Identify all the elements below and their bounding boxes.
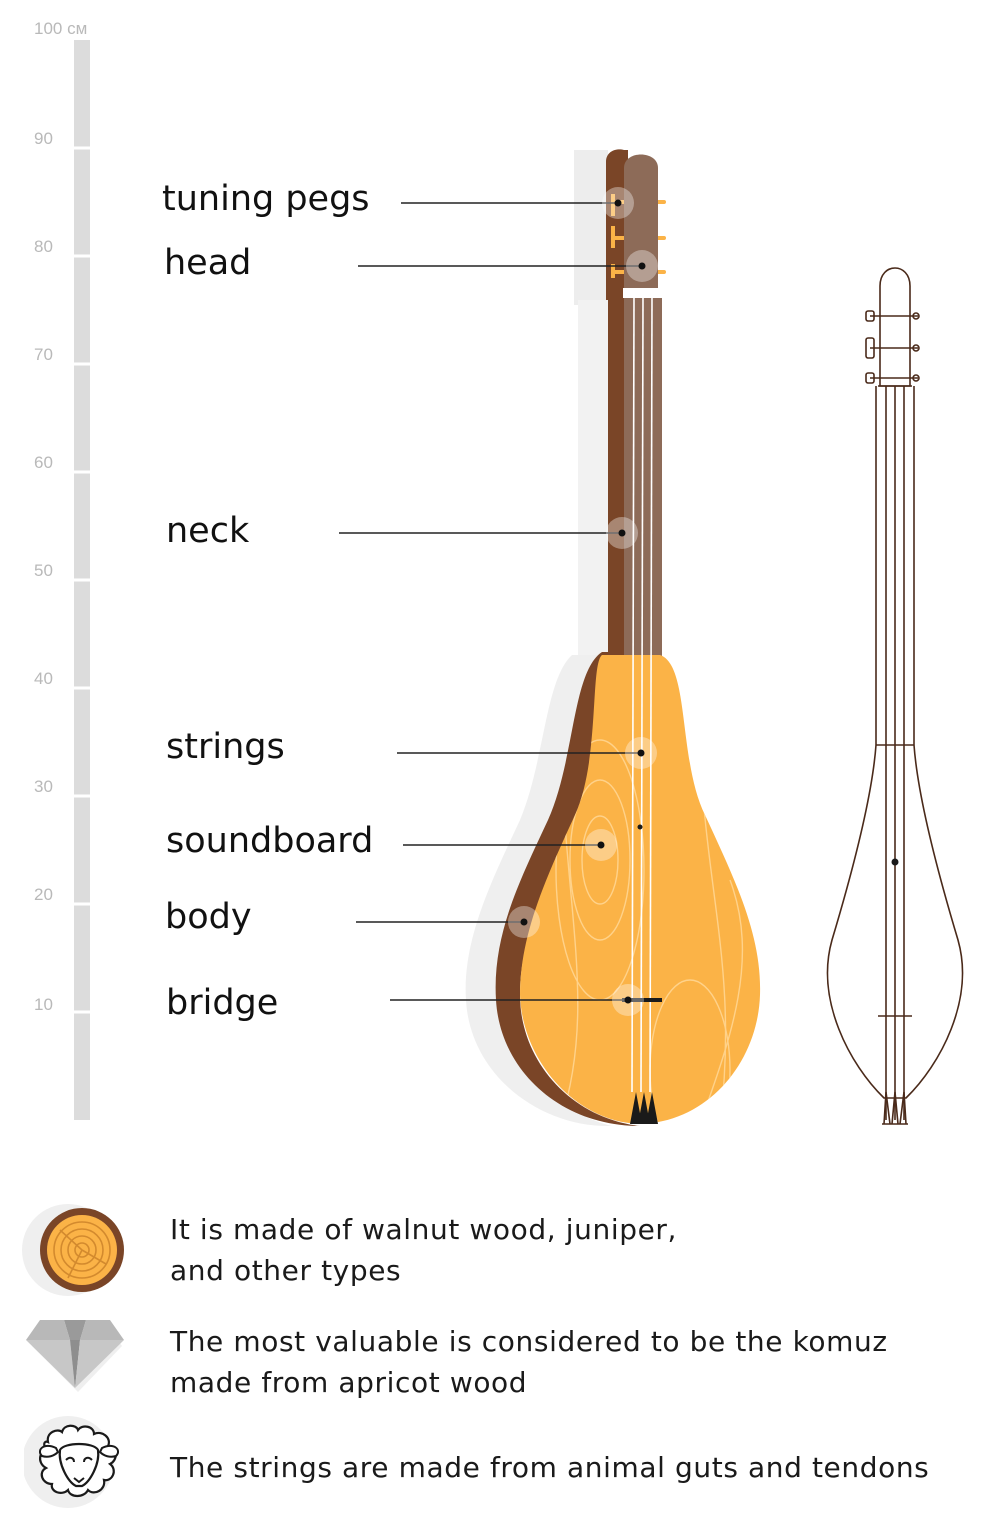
outline-sound-hole	[891, 858, 899, 866]
scale-unit-label: 100 см	[34, 19, 87, 38]
label-body: body	[165, 897, 252, 937]
callout-neck: neck	[166, 511, 638, 551]
callout-tuning-pegs: tuning pegs	[162, 179, 634, 219]
part-callouts: tuning pegs head neck strings	[162, 179, 658, 1023]
wood-slice-icon	[22, 1204, 124, 1296]
fact-materials: It is made of walnut wood, juniper, and …	[170, 1213, 678, 1287]
sheep-icon	[24, 1416, 120, 1508]
scale-tick-label: 10	[34, 995, 53, 1014]
scale-tick-label: 50	[34, 561, 53, 580]
tail-tassel	[630, 1092, 642, 1124]
scale-ticks	[74, 146, 90, 1014]
head-front	[624, 154, 658, 300]
head-shadow	[574, 150, 608, 305]
callout-strings: strings	[166, 727, 657, 769]
callout-soundboard: soundboard	[166, 821, 617, 861]
scale-tick-label: 90	[34, 129, 53, 148]
height-scale: 100 см 90 80 70 60 50 40 30 20 10	[34, 19, 90, 1120]
nut	[623, 288, 659, 298]
label-soundboard: soundboard	[166, 821, 373, 861]
komuz-illustration	[465, 149, 761, 1127]
callout-bridge: bridge	[166, 983, 644, 1023]
scale-tick-label: 60	[34, 453, 53, 472]
neck-side	[608, 298, 626, 668]
body-side	[495, 652, 660, 1126]
callout-head: head	[164, 243, 658, 283]
callout-body: body	[165, 897, 540, 938]
head-side	[606, 149, 628, 300]
body-front	[520, 655, 761, 1124]
scale-tick-label: 80	[34, 237, 53, 256]
bridge-illustration	[622, 998, 662, 1002]
label-bridge: bridge	[166, 983, 278, 1023]
scale-tick-label: 40	[34, 669, 53, 688]
neck-shadow	[578, 300, 608, 670]
scale-tick-label: 20	[34, 885, 53, 904]
strings-illustration	[631, 297, 653, 1093]
sound-hole	[637, 824, 643, 830]
label-neck: neck	[166, 511, 250, 551]
label-strings: strings	[166, 727, 285, 767]
diamond-icon	[26, 1320, 124, 1392]
label-head: head	[164, 243, 251, 283]
fact-apricot-wood: The most valuable is considered to be th…	[170, 1325, 888, 1399]
tail-tassel	[638, 1092, 650, 1124]
scale-tick-label: 30	[34, 777, 53, 796]
scale-tick-label: 70	[34, 345, 53, 364]
komuz-outline-drawing	[826, 267, 964, 1125]
tail-tassel	[646, 1092, 658, 1124]
fact-strings: The strings are made from animal guts an…	[170, 1451, 930, 1484]
label-tuning-pegs: tuning pegs	[162, 179, 370, 219]
